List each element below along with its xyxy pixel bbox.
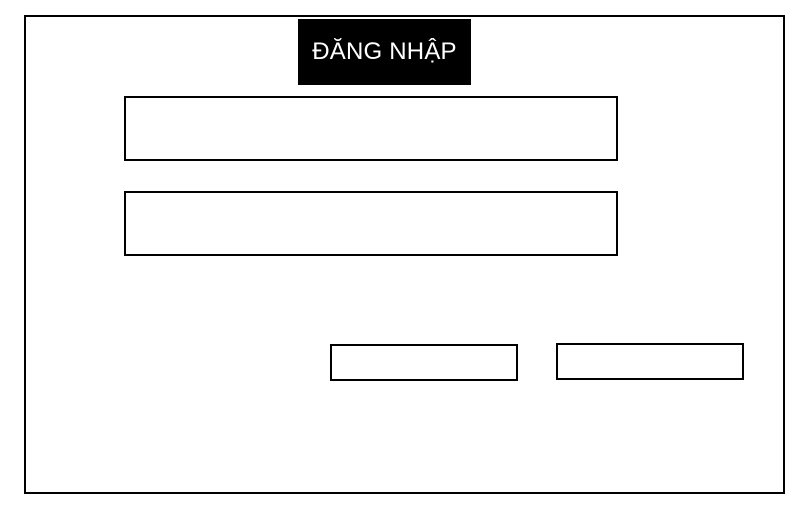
login-button[interactable]: [330, 344, 518, 381]
password-input[interactable]: [124, 191, 618, 256]
login-title-text: ĐĂNG NHẬP: [312, 38, 457, 65]
username-input[interactable]: [124, 96, 618, 161]
cancel-button[interactable]: [556, 343, 744, 380]
login-title: ĐĂNG NHẬP: [298, 19, 471, 85]
